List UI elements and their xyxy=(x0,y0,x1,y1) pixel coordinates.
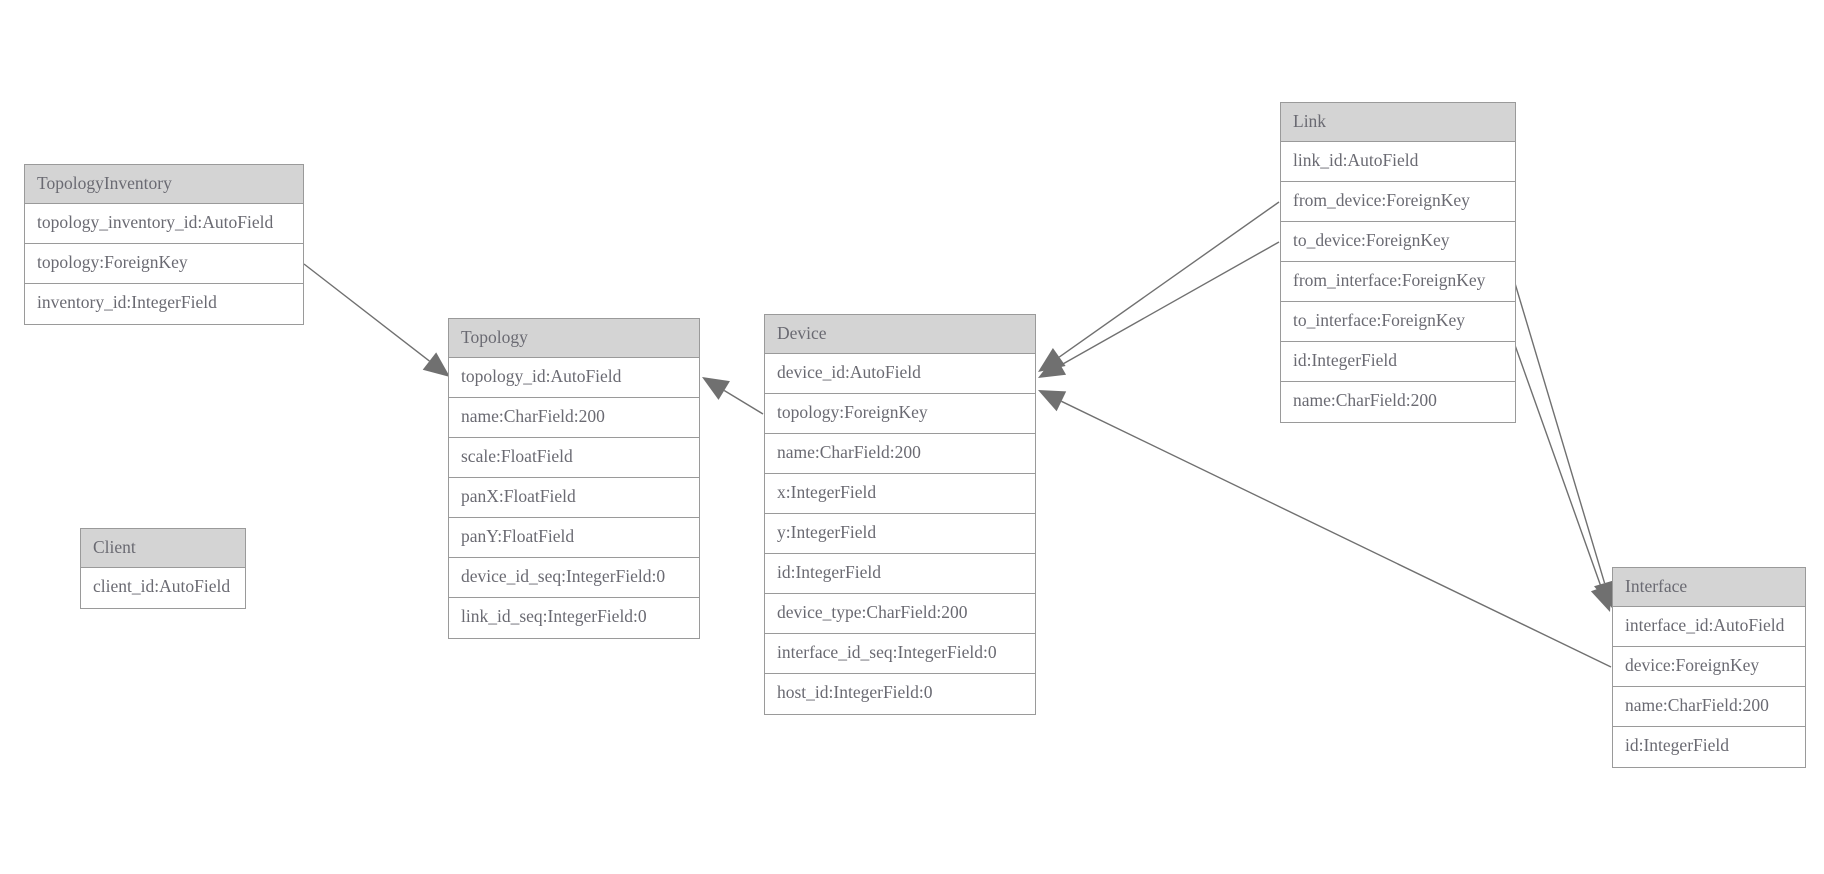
entity-field-interface-name[interactable]: name:CharField:200 xyxy=(1613,687,1805,727)
entity-field-topology-pany[interactable]: panY:FloatField xyxy=(449,518,699,558)
entity-field-topology-link-id-seq[interactable]: link_id_seq:IntegerField:0 xyxy=(449,598,699,638)
entity-field-topologyinventory-topology[interactable]: topology:ForeignKey xyxy=(25,244,303,284)
rel-topologyinventory-topology[interactable] xyxy=(303,263,450,377)
rel-topologyinventory-topology-line xyxy=(303,263,430,362)
entity-field-device-host-id[interactable]: host_id:IntegerField:0 xyxy=(765,674,1035,714)
entity-field-link-to-interface[interactable]: to_interface:ForeignKey xyxy=(1281,302,1515,342)
entity-title-topology: Topology xyxy=(449,319,699,358)
entity-field-interface-id[interactable]: id:IntegerField xyxy=(1613,727,1805,767)
entity-field-link-to-device[interactable]: to_device:ForeignKey xyxy=(1281,222,1515,262)
rel-link-from-device-line xyxy=(1058,201,1280,358)
rel-link-from-interface-line xyxy=(1513,279,1606,584)
rel-interface-device-arrowhead xyxy=(1038,390,1067,412)
entity-field-device-interface-id-seq[interactable]: interface_id_seq:IntegerField:0 xyxy=(765,634,1035,674)
rel-link-from-device[interactable] xyxy=(1038,201,1280,372)
entity-field-link-from-device[interactable]: from_device:ForeignKey xyxy=(1281,182,1515,222)
rel-device-topology-line xyxy=(723,389,764,415)
entity-field-topologyinventory-inventory-id[interactable]: inventory_id:IntegerField xyxy=(25,284,303,324)
rel-link-to-device-line xyxy=(1060,241,1280,366)
rel-device-topology-arrowhead xyxy=(702,377,730,400)
entity-field-topology-scale[interactable]: scale:FloatField xyxy=(449,438,699,478)
entity-field-device-y[interactable]: y:IntegerField xyxy=(765,514,1035,554)
entity-field-topology-topology-id[interactable]: topology_id:AutoField xyxy=(449,358,699,398)
entity-field-device-topology[interactable]: topology:ForeignKey xyxy=(765,394,1035,434)
rel-interface-device-line xyxy=(1061,400,1612,668)
entity-field-link-id[interactable]: id:IntegerField xyxy=(1281,342,1515,382)
rel-link-from-device-arrowhead xyxy=(1038,348,1066,372)
entity-field-link-link-id[interactable]: link_id:AutoField xyxy=(1281,142,1515,182)
rel-topologyinventory-topology-arrowhead xyxy=(422,352,450,377)
entity-title-link: Link xyxy=(1281,103,1515,142)
entity-field-device-name[interactable]: name:CharField:200 xyxy=(765,434,1035,474)
rel-interface-device[interactable] xyxy=(1038,390,1612,668)
entity-field-device-device-id[interactable]: device_id:AutoField xyxy=(765,354,1035,394)
rel-link-to-interface-arrowhead xyxy=(1590,583,1612,612)
entity-field-device-id[interactable]: id:IntegerField xyxy=(765,554,1035,594)
entity-title-interface: Interface xyxy=(1613,568,1805,607)
entity-field-topology-panx[interactable]: panX:FloatField xyxy=(449,478,699,518)
rel-link-to-interface[interactable] xyxy=(1505,319,1612,612)
entity-title-client: Client xyxy=(81,529,245,568)
rel-device-topology[interactable] xyxy=(702,377,764,415)
rel-link-to-device-arrowhead xyxy=(1038,355,1067,378)
entity-field-topologyinventory-topology-inventory-id[interactable]: topology_inventory_id:AutoField xyxy=(25,204,303,244)
entity-field-client-client-id[interactable]: client_id:AutoField xyxy=(81,568,245,608)
entity-field-topology-device-id-seq[interactable]: device_id_seq:IntegerField:0 xyxy=(449,558,699,598)
entity-field-interface-interface-id[interactable]: interface_id:AutoField xyxy=(1613,607,1805,647)
rel-link-from-interface[interactable] xyxy=(1513,279,1616,608)
entity-field-link-name[interactable]: name:CharField:200 xyxy=(1281,382,1515,422)
rel-link-to-interface-line xyxy=(1505,319,1602,588)
entity-field-topology-name[interactable]: name:CharField:200 xyxy=(449,398,699,438)
rel-link-to-device[interactable] xyxy=(1038,241,1280,378)
entity-field-interface-device[interactable]: device:ForeignKey xyxy=(1613,647,1805,687)
entity-field-link-from-interface[interactable]: from_interface:ForeignKey xyxy=(1281,262,1515,302)
entity-title-device: Device xyxy=(765,315,1035,354)
entity-field-device-device-type[interactable]: device_type:CharField:200 xyxy=(765,594,1035,634)
entity-title-topologyinventory: TopologyInventory xyxy=(25,165,303,204)
entity-field-device-x[interactable]: x:IntegerField xyxy=(765,474,1035,514)
